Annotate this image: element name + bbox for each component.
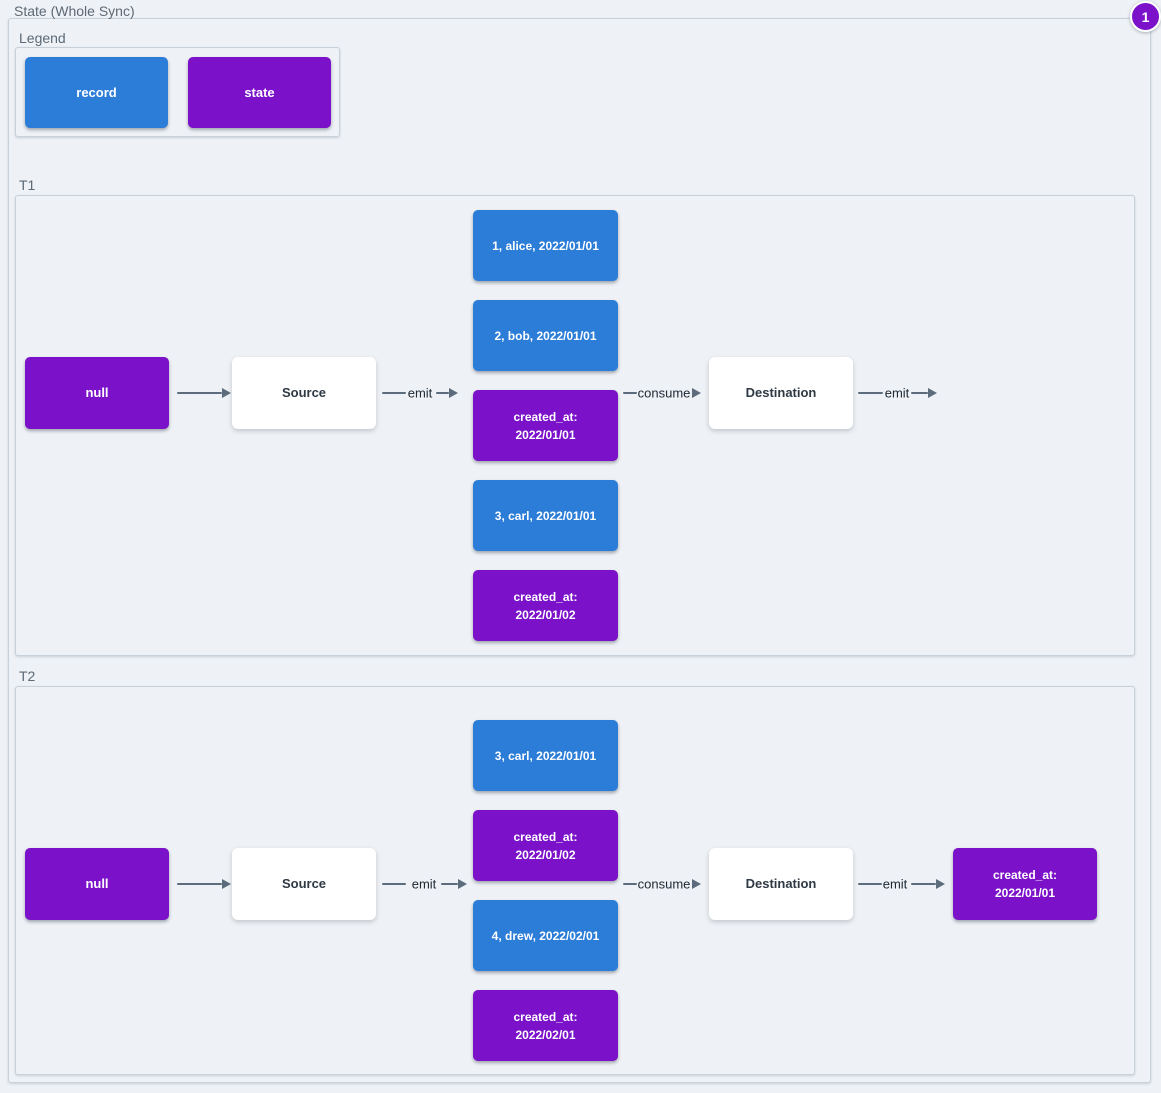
arrowhead: [222, 388, 231, 398]
arrowhead: [928, 388, 937, 398]
t1-emit-edge-left: [382, 392, 406, 394]
legend-container: [15, 47, 340, 137]
t1-message-3: 3, carl, 2022/01/01: [473, 480, 618, 551]
t1-label: T1: [19, 177, 36, 193]
diagram-title: State (Whole Sync): [14, 3, 135, 19]
t1-input-state-node: null: [25, 357, 169, 429]
t1-message-1: 2, bob, 2022/01/01: [473, 300, 618, 371]
t2-container: [15, 686, 1135, 1075]
t2-emit-label: emit: [411, 876, 437, 892]
legend-record-node: record: [25, 57, 168, 128]
whole-sync-container: [8, 18, 1151, 1083]
t1-message-4: created_at: 2022/01/02: [473, 570, 618, 641]
t2-edge-null-to-source: [177, 883, 222, 885]
t1-consume-label: consume: [637, 385, 691, 401]
legend-title: Legend: [19, 30, 66, 46]
t1-emit-edge-right: [436, 392, 449, 394]
t1-destination-node: Destination: [709, 357, 853, 429]
t2-emit-edge-right: [441, 883, 458, 885]
t1-source-node: Source: [232, 357, 376, 429]
t2-label: T2: [19, 668, 36, 684]
t2-output-emit-label: emit: [882, 876, 908, 892]
t2-input-state-node: null: [25, 848, 169, 920]
arrowhead: [222, 879, 231, 889]
t1-emit-label: emit: [407, 385, 433, 401]
arrowhead: [449, 388, 458, 398]
t1-consume-edge-left: [623, 392, 637, 394]
t2-message-0: 3, carl, 2022/01/01: [473, 720, 618, 791]
t2-output-state-node: created_at: 2022/01/01: [953, 848, 1097, 920]
arrowhead: [692, 879, 701, 889]
t1-container: [15, 195, 1135, 656]
annotation-badge-1[interactable]: 1: [1130, 1, 1161, 32]
t1-output-emit-edge-right: [911, 392, 928, 394]
arrowhead: [692, 388, 701, 398]
t2-consume-label: consume: [637, 876, 691, 892]
legend-state-node: state: [188, 57, 331, 128]
t1-output-emit-edge-left: [858, 392, 883, 394]
t2-output-emit-edge-right: [911, 883, 936, 885]
t2-emit-edge-left: [382, 883, 406, 885]
t2-destination-node: Destination: [709, 848, 853, 920]
t2-message-1: created_at: 2022/01/02: [473, 810, 618, 881]
t1-message-0: 1, alice, 2022/01/01: [473, 210, 618, 281]
arrowhead: [936, 879, 945, 889]
t2-output-emit-edge-left: [858, 883, 882, 885]
t2-message-2: 4, drew, 2022/02/01: [473, 900, 618, 971]
t2-consume-edge-left: [623, 883, 637, 885]
arrowhead: [458, 879, 467, 889]
t2-source-node: Source: [232, 848, 376, 920]
t2-message-3: created_at: 2022/02/01: [473, 990, 618, 1061]
t1-output-emit-label: emit: [884, 385, 910, 401]
t1-message-2: created_at: 2022/01/01: [473, 390, 618, 461]
t1-edge-null-to-source: [177, 392, 222, 394]
